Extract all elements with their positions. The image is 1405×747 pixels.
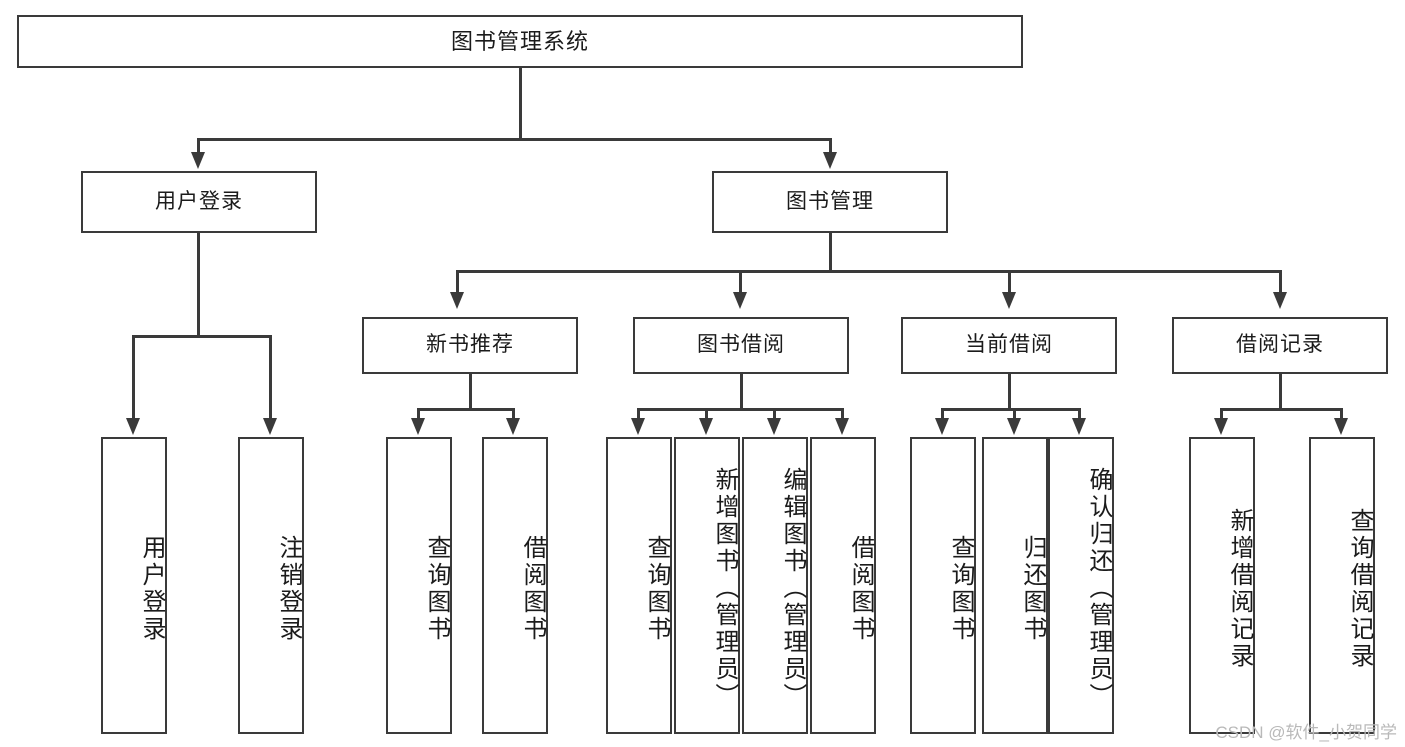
arrow-leaf-borrow-book-2 bbox=[835, 418, 849, 435]
node-label: 图书管理系统 bbox=[450, 28, 589, 54]
connector-borrowrecord-drop-2 bbox=[1340, 408, 1343, 420]
arrow-leaf-query-book-3 bbox=[935, 418, 949, 435]
arrow-leaf-add-record bbox=[1214, 418, 1228, 435]
connector-bookborrow-drop-4 bbox=[841, 408, 844, 420]
node-label: 当前借阅 bbox=[965, 333, 1053, 357]
connector-userlogin-drop-1 bbox=[132, 335, 135, 420]
arrow-to-book-borrow bbox=[733, 292, 747, 309]
node-label: 注销登录 bbox=[275, 534, 302, 643]
node-label: 查询图书 bbox=[643, 534, 670, 643]
connector-borrowrecord-drop-1 bbox=[1220, 408, 1223, 420]
connector-bookborrow-drop-3 bbox=[773, 408, 776, 420]
connector-userlogin-drop-2 bbox=[269, 335, 272, 420]
node-label: 新增图书（管理员） bbox=[711, 467, 738, 710]
arrow-leaf-confirm-return bbox=[1072, 418, 1086, 435]
connector-bookborrow-drop-1 bbox=[637, 408, 640, 420]
connector-borrowrecord-bus bbox=[1220, 408, 1342, 411]
leaf-user-login[interactable]: 用户登录 bbox=[101, 437, 167, 734]
connector-newbook-drop-2 bbox=[512, 408, 515, 420]
node-current-borrowing[interactable]: 当前借阅 bbox=[901, 317, 1117, 374]
node-user-login[interactable]: 用户登录 bbox=[81, 171, 317, 233]
leaf-query-book-current[interactable]: 查询图书 bbox=[910, 437, 976, 734]
leaf-query-book-borrowing[interactable]: 查询图书 bbox=[606, 437, 672, 734]
leaf-logout[interactable]: 注销登录 bbox=[238, 437, 304, 734]
connector-bookmanage-drop-1 bbox=[456, 270, 459, 296]
connector-currentborrow-drop-3 bbox=[1078, 408, 1081, 420]
node-label: 用户登录 bbox=[138, 534, 165, 643]
arrow-to-user-login bbox=[191, 152, 205, 169]
arrow-to-book-manage bbox=[823, 152, 837, 169]
node-label: 用户登录 bbox=[155, 189, 243, 213]
node-label: 图书借阅 bbox=[697, 333, 785, 357]
connector-currentborrow-drop-2 bbox=[1013, 408, 1016, 420]
connector-bookmanage-drop-4 bbox=[1279, 270, 1282, 296]
connector-root-bus bbox=[197, 138, 831, 141]
connector-currentborrow-bus bbox=[941, 408, 1080, 411]
leaf-add-book-admin[interactable]: 新增图书（管理员） bbox=[674, 437, 740, 734]
node-borrowing-records[interactable]: 借阅记录 bbox=[1172, 317, 1388, 374]
node-label: 查询图书 bbox=[947, 534, 974, 643]
leaf-borrow-book-newbook[interactable]: 借阅图书 bbox=[482, 437, 548, 734]
node-book-management[interactable]: 图书管理 bbox=[712, 171, 948, 233]
connector-currentborrow-stem bbox=[1008, 374, 1011, 410]
connector-newbook-drop-1 bbox=[417, 408, 420, 420]
connector-newbook-stem bbox=[469, 374, 472, 410]
connector-borrowrecord-stem bbox=[1279, 374, 1282, 410]
csdn-watermark: CSDN @软件_小贺同学 bbox=[1215, 723, 1397, 742]
leaf-add-borrow-record[interactable]: 新增借阅记录 bbox=[1189, 437, 1255, 734]
arrow-to-current-borrow bbox=[1002, 292, 1016, 309]
node-label: 借阅记录 bbox=[1236, 333, 1324, 357]
arrow-leaf-query-record bbox=[1334, 418, 1348, 435]
connector-currentborrow-drop-1 bbox=[941, 408, 944, 420]
arrow-leaf-edit-book bbox=[767, 418, 781, 435]
connector-userlogin-bus bbox=[132, 335, 271, 338]
leaf-query-borrow-record[interactable]: 查询借阅记录 bbox=[1309, 437, 1375, 734]
leaf-edit-book-admin[interactable]: 编辑图书（管理员） bbox=[742, 437, 808, 734]
arrow-leaf-query-book-1 bbox=[411, 418, 425, 435]
arrow-leaf-query-book-2 bbox=[631, 418, 645, 435]
arrow-to-new-book-rec bbox=[450, 292, 464, 309]
node-label: 确认归还（管理员） bbox=[1085, 467, 1112, 710]
node-label: 新增借阅记录 bbox=[1226, 507, 1253, 670]
connector-newbook-bus bbox=[417, 408, 514, 411]
node-label: 借阅图书 bbox=[847, 534, 874, 643]
arrow-to-borrow-record bbox=[1273, 292, 1287, 309]
connector-bookborrow-drop-2 bbox=[705, 408, 708, 420]
connector-bookmanage-drop-2 bbox=[739, 270, 742, 296]
node-label: 编辑图书（管理员） bbox=[779, 467, 806, 710]
node-new-book-recommendation[interactable]: 新书推荐 bbox=[362, 317, 578, 374]
connector-root-drop-right bbox=[829, 138, 832, 158]
connector-bookborrow-stem bbox=[740, 374, 743, 410]
node-label: 借阅图书 bbox=[519, 534, 546, 643]
connector-userlogin-stem bbox=[197, 233, 200, 337]
arrow-leaf-borrow-book-1 bbox=[506, 418, 520, 435]
node-label: 查询借阅记录 bbox=[1346, 507, 1373, 670]
connector-bookborrow-bus bbox=[637, 408, 843, 411]
connector-bookmanage-stem bbox=[829, 233, 832, 272]
arrow-leaf-return-book bbox=[1007, 418, 1021, 435]
leaf-query-book-newbook[interactable]: 查询图书 bbox=[386, 437, 452, 734]
node-label: 归还图书 bbox=[1019, 534, 1046, 643]
connector-bookmanage-drop-3 bbox=[1008, 270, 1011, 296]
arrow-leaf-logout bbox=[263, 418, 277, 435]
node-label: 新书推荐 bbox=[426, 333, 514, 357]
connector-bookmanage-bus bbox=[456, 270, 1281, 273]
connector-root-stem bbox=[519, 68, 522, 140]
node-label: 查询图书 bbox=[423, 534, 450, 643]
node-label: 图书管理 bbox=[786, 189, 874, 213]
leaf-return-book[interactable]: 归还图书 bbox=[982, 437, 1048, 734]
arrow-leaf-user-login bbox=[126, 418, 140, 435]
leaf-borrow-book-borrowing[interactable]: 借阅图书 bbox=[810, 437, 876, 734]
node-root-book-management-system[interactable]: 图书管理系统 bbox=[17, 15, 1023, 68]
connector-root-drop-left bbox=[197, 138, 200, 158]
leaf-confirm-return-admin[interactable]: 确认归还（管理员） bbox=[1048, 437, 1114, 734]
node-book-borrowing[interactable]: 图书借阅 bbox=[633, 317, 849, 374]
arrow-leaf-add-book bbox=[699, 418, 713, 435]
